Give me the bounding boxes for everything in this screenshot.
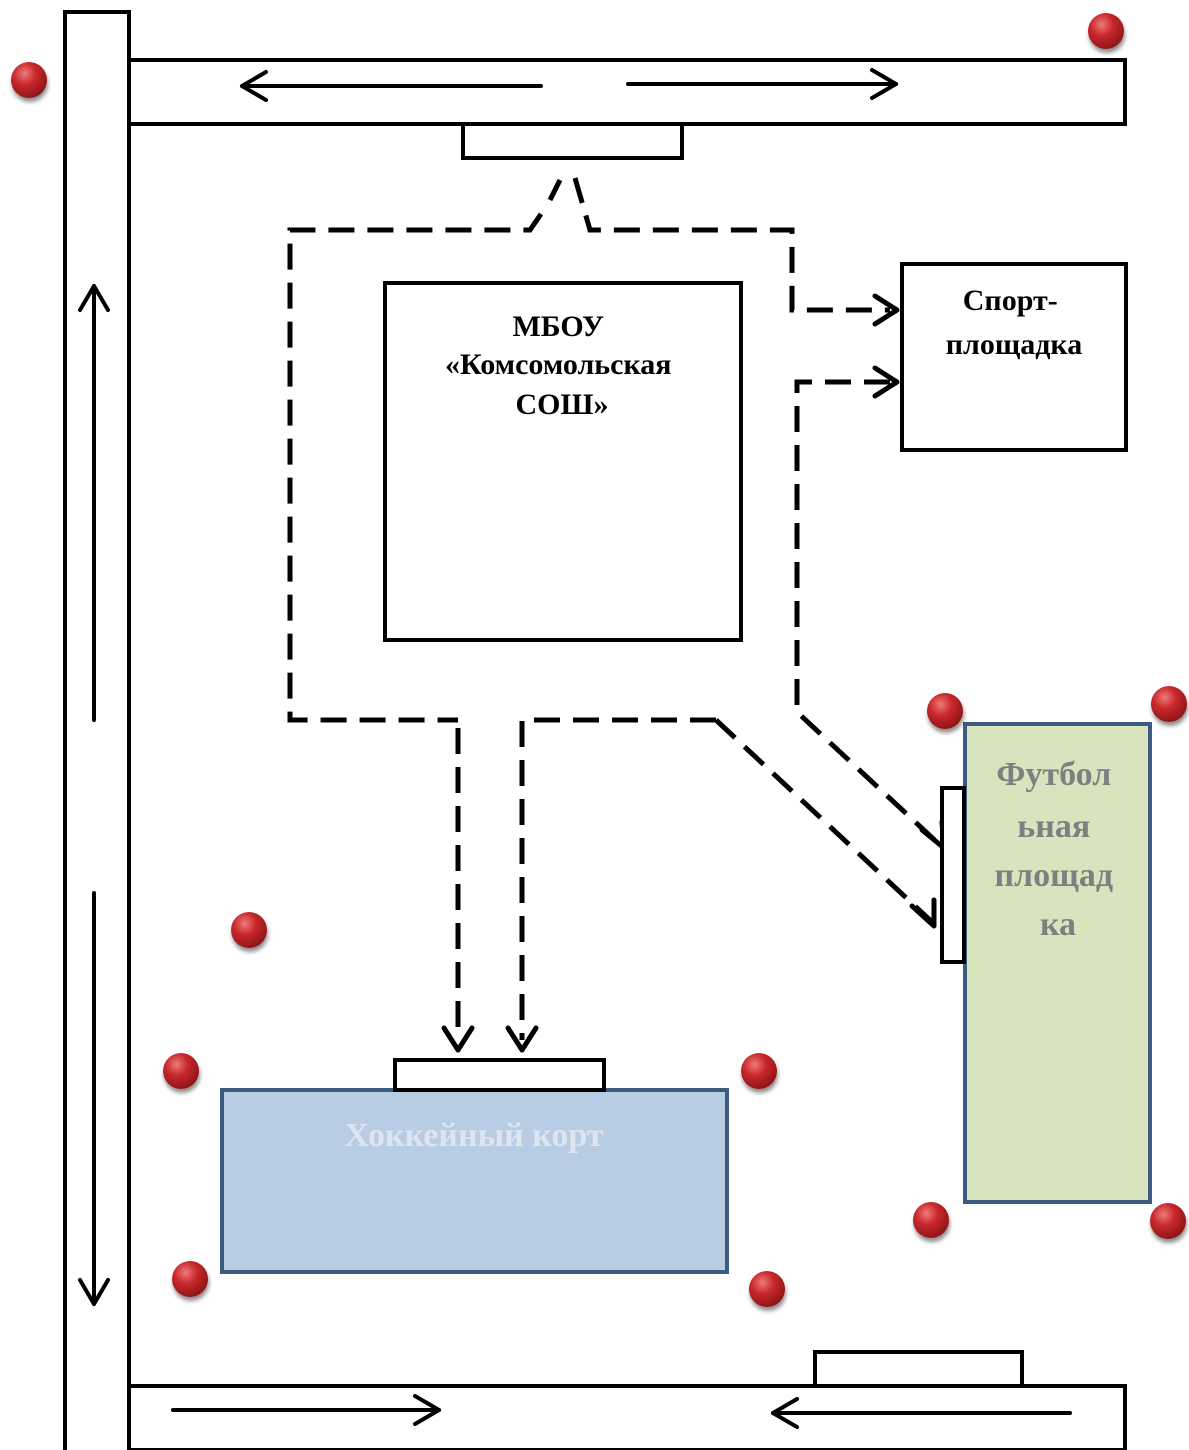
arrowhead-icon xyxy=(909,897,937,929)
red-circle-marker-icon xyxy=(163,1053,199,1089)
red-circle-marker-icon xyxy=(741,1053,777,1089)
football-gate xyxy=(940,786,966,964)
football-field-label: Футбол ьная площад ка xyxy=(994,756,1121,943)
sport-ground-label: Спорт- площадка xyxy=(946,284,1082,361)
arrowhead-icon xyxy=(872,293,900,327)
football-label-line: ьная xyxy=(1017,808,1090,845)
route-top-right xyxy=(572,177,890,313)
sport-ground-label-line: Спорт- xyxy=(963,284,1058,317)
arrowhead-icon xyxy=(441,1025,475,1053)
red-circle-marker-icon xyxy=(1151,686,1187,722)
route-football-lower xyxy=(714,718,934,924)
red-circle-marker-icon xyxy=(11,62,47,98)
red-circle-marker-icon xyxy=(231,912,267,948)
red-circle-marker-icon xyxy=(749,1271,785,1307)
sport-ground-label-line: площадка xyxy=(946,328,1082,361)
football-label-line: площад xyxy=(994,857,1113,894)
arrow-right-icon xyxy=(626,68,898,100)
walking-routes xyxy=(287,177,942,1040)
school-label-line: СОШ» xyxy=(516,388,609,421)
hockey-court-label: Хоккейный корт xyxy=(344,1117,603,1154)
red-circle-marker-icon xyxy=(172,1261,208,1297)
sport-ground xyxy=(900,262,1128,452)
school-label: МБОУ «Комсомольская СОШ» xyxy=(445,310,679,421)
hockey-court xyxy=(220,1088,729,1274)
red-circle-marker-icon xyxy=(927,693,963,729)
red-circle-marker-icon xyxy=(913,1202,949,1238)
route-sport-lower xyxy=(794,379,942,847)
bottom-gate xyxy=(813,1350,1024,1388)
arrow-up-icon xyxy=(78,284,110,722)
football-field xyxy=(963,722,1152,1204)
school-label-line: МБОУ xyxy=(512,310,604,343)
football-label-line: Футбол xyxy=(996,756,1111,793)
red-circle-marker-icon xyxy=(1088,13,1124,49)
roads xyxy=(63,10,1127,1450)
hockey-gate xyxy=(393,1058,606,1092)
school-building xyxy=(383,281,743,642)
route-gate-link xyxy=(547,178,563,202)
school-label-line: «Комсомольская xyxy=(445,348,672,381)
route-loop xyxy=(287,212,544,723)
top-gate xyxy=(461,122,684,160)
arrowhead-icon xyxy=(872,365,900,399)
red-circle-marker-icon xyxy=(1150,1203,1186,1239)
traffic-arrows xyxy=(78,68,1072,1429)
arrowhead-icon xyxy=(505,1025,539,1053)
road-top xyxy=(127,58,1127,126)
arrow-left-icon xyxy=(771,1397,1072,1429)
arrow-right-icon xyxy=(171,1394,441,1426)
road-left xyxy=(63,10,131,1450)
arrow-down-icon xyxy=(78,891,110,1306)
arrow-left-icon xyxy=(240,70,543,102)
football-label-line: ка xyxy=(1040,906,1076,943)
route-arrowheads xyxy=(441,293,947,1053)
road-bottom xyxy=(127,1384,1127,1450)
route-hockey-right xyxy=(519,717,716,1040)
markers xyxy=(11,13,1187,1307)
